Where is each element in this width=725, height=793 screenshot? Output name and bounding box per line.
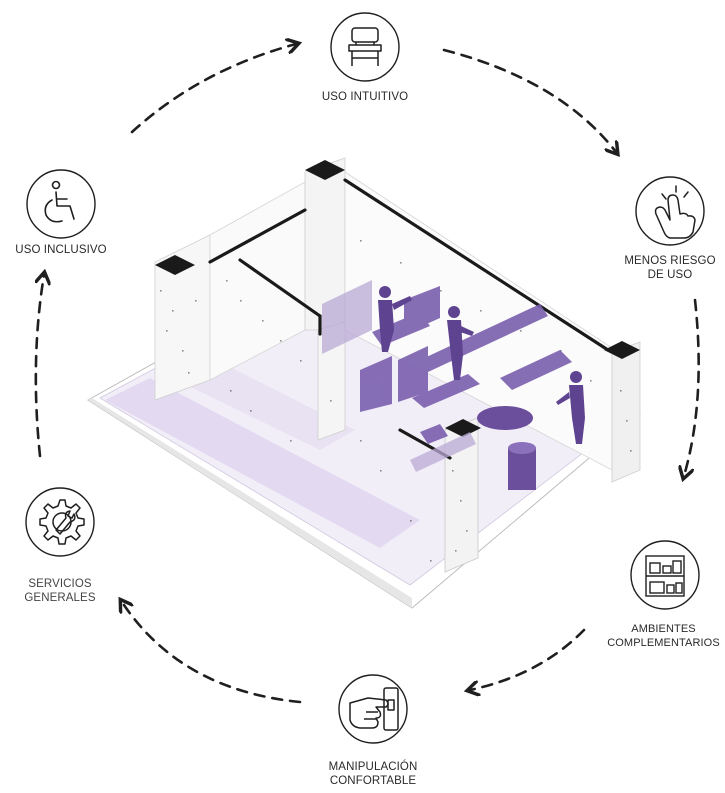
arrow-intuitivo-to-riesgo [442, 48, 616, 152]
label-servicios: SERVICIOS GENERALES [10, 577, 110, 605]
arrow-manipulacion-to-servicios [122, 602, 302, 704]
label-manipulacion: MANIPULACIÓN CONFORTABLE [313, 760, 433, 788]
label-uso-intuitivo: USO INTUITIVO [305, 90, 425, 104]
arrow-inclusivo-to-intuitivo [130, 44, 296, 134]
uso-inclusivo-line-1: USO INCLUSIVO [15, 244, 107, 256]
label-menos-riesgo: MENOS RIESGO DE USO [615, 254, 725, 282]
gear-wrench-icon [39, 499, 85, 545]
isometric-room-illustration [87, 157, 641, 609]
manipulacion-line-1: MANIPULACIÓN [328, 761, 418, 773]
manipulacion-line-2: CONFORTABLE [329, 775, 417, 787]
servicios-line-2: GENERALES [24, 592, 96, 604]
ambientes-line-2: COMPLEMENTARIOS [607, 637, 720, 649]
arrow-ambientes-to-manipulacion [470, 628, 586, 690]
ambientes-line-1: AMBIENTES [631, 623, 696, 635]
wheelchair-icon [44, 180, 75, 223]
menos-riesgo-line-1: MENOS RIESGO [624, 255, 716, 267]
arrow-servicios-to-inclusivo [34, 275, 44, 458]
arrow-riesgo-to-ambientes [684, 298, 700, 476]
uso-intuitivo-line-1: USO INTUITIVO [321, 91, 409, 103]
label-uso-inclusivo: USO INCLUSIVO [0, 243, 122, 257]
cycle-arrows [34, 44, 700, 704]
hand-button-icon [349, 687, 399, 731]
storage-shelf-icon [645, 555, 685, 597]
label-ambientes: AMBIENTES COMPLEMENTARIOS [602, 622, 725, 650]
menos-riesgo-line-2: DE USO [647, 269, 693, 281]
touch-gesture-icon [654, 185, 696, 239]
servicios-line-1: SERVICIOS [28, 578, 92, 590]
chair-icon [348, 27, 382, 66]
